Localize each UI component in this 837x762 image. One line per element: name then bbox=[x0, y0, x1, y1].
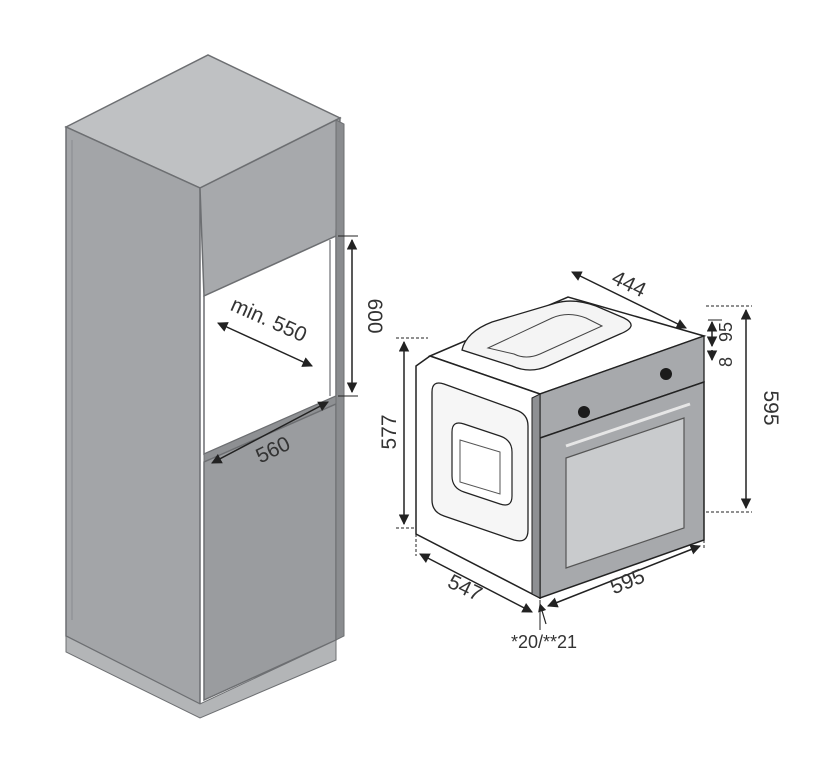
oven-door-handle bbox=[565, 402, 691, 448]
cabinet-right-edge bbox=[335, 119, 345, 641]
dim-oven-body-height: 577 bbox=[378, 337, 428, 529]
dim-oven-top-depth-label: 444 bbox=[608, 266, 650, 302]
tall-cabinet bbox=[64, 54, 345, 719]
dim-oven-panel: 95 8 bbox=[706, 319, 736, 367]
dim-oven-door-offset-label: *20/**21 bbox=[511, 632, 577, 652]
dim-oven-front-height: 595 bbox=[706, 305, 782, 513]
dim-oven-panel-gap-label: 8 bbox=[716, 357, 736, 367]
dim-niche-height-label: 600 bbox=[363, 298, 386, 333]
cabinet-side-face bbox=[65, 125, 201, 706]
built-in-oven bbox=[415, 296, 707, 600]
cabinet-plinth bbox=[65, 635, 337, 719]
oven-knob-left bbox=[578, 406, 590, 418]
dim-niche-height: 600 bbox=[338, 235, 386, 397]
dim-oven-door-offset: *20/**21 bbox=[511, 600, 577, 652]
dim-oven-panel-height-label: 95 bbox=[716, 322, 736, 342]
dim-oven-body-height-label: 577 bbox=[378, 414, 401, 449]
oven-knob-right bbox=[660, 368, 672, 380]
dim-oven-body-depth-label: 547 bbox=[444, 570, 486, 606]
oven-front-flange bbox=[531, 393, 541, 599]
dim-oven-front-height-label: 595 bbox=[759, 390, 782, 425]
oven-door-window bbox=[565, 417, 685, 569]
